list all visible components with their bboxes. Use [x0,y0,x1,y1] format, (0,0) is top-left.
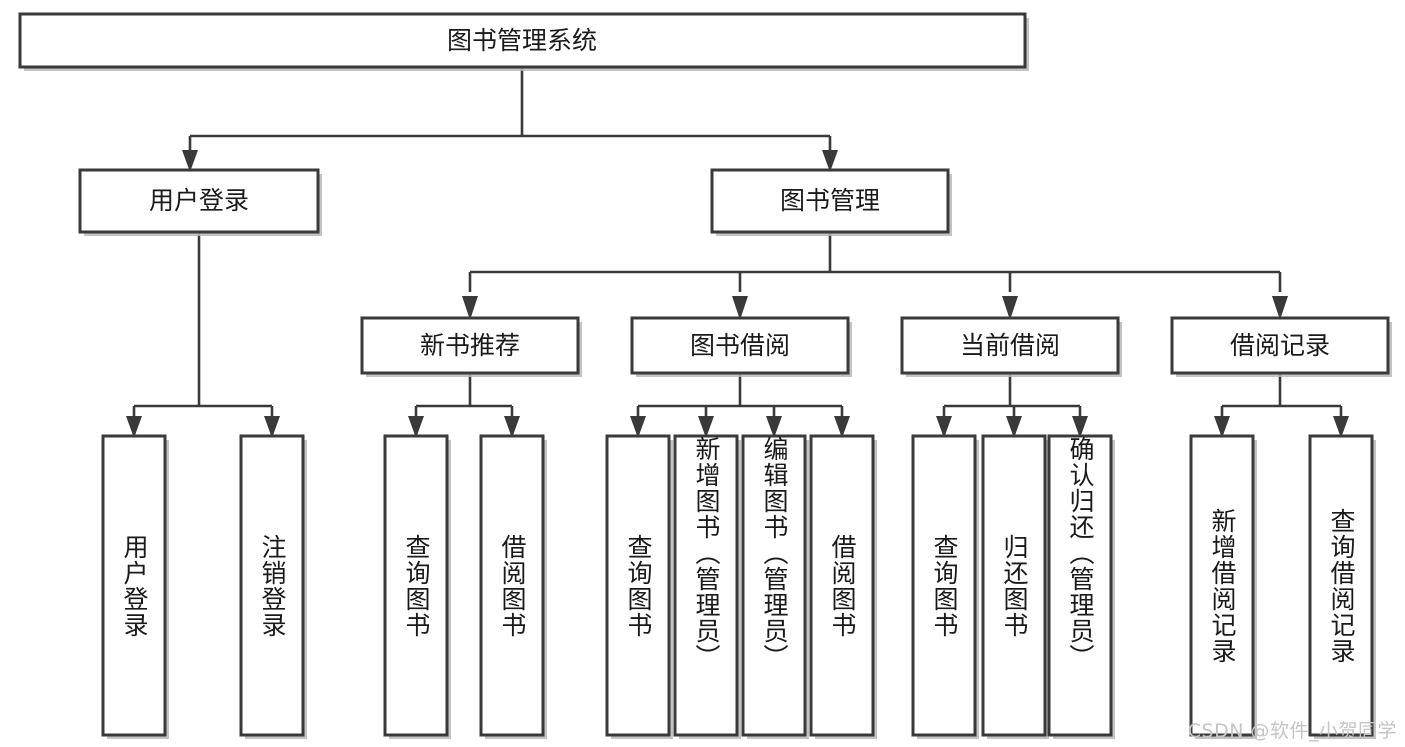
node-book-borrow[interactable]: 图书借阅 [630,316,852,377]
arrowhead-to-leaf-logout [264,416,280,438]
leaf-query-book-3-box[interactable] [911,434,977,737]
leaf-add-record-box[interactable] [1189,434,1255,737]
arrowhead-to-leaf-query-book-3 [936,416,952,438]
user-login-label: 用户登录 [149,186,249,215]
arrowhead-to-leaf-add-book [698,416,714,438]
leaf-logout-box[interactable] [239,434,305,737]
borrow-record-label: 借阅记录 [1230,331,1330,360]
arrowhead-to-leaf-confirm-return [1072,416,1088,438]
user-login-box [78,168,320,234]
node-book-manage[interactable]: 图书管理 [710,168,952,236]
arrowhead-to-book-manage [822,150,838,172]
arrowhead-to-leaf-query-record [1333,416,1349,438]
book-borrow-label: 图书借阅 [690,331,790,360]
new-book-rec-label: 新书推荐 [420,331,520,360]
node-user-login[interactable]: 用户登录 [78,168,322,236]
arrowhead-to-leaf-return-book [1006,416,1022,438]
arrowhead-to-leaf-query-book-1 [408,416,424,438]
connector-new-book-rec-to-leaves [414,373,514,422]
book-manage-label: 图书管理 [780,186,880,215]
arrowhead-to-leaf-user-login [126,416,142,438]
leaf-return-book-box[interactable] [981,434,1047,737]
arrowhead-to-leaf-edit-book [766,416,782,438]
arrowhead-to-borrow-record [1272,296,1288,320]
arrowhead-to-book-borrow [732,296,748,320]
node-layer: 图书管理系统 用户登录 图书管理 新书推荐 [18,12,1392,739]
arrowhead-to-leaf-query-book-2 [630,416,646,438]
node-current-borrow[interactable]: 当前借阅 [900,316,1122,377]
connector-user-login-to-leaves [132,232,274,422]
book-borrow-box [630,316,850,375]
arrowhead-to-leaf-borrow-book-1 [504,416,520,438]
root-label: 图书管理系统 [447,26,597,55]
node-root[interactable]: 图书管理系统 [18,12,1029,71]
leaf-confirm-return-box[interactable] [1047,434,1113,737]
connector-borrow-record-to-leaves [1220,373,1343,422]
connector-book-borrow-to-leaves [636,373,844,422]
leaf-query-book-1-box[interactable] [383,434,449,737]
leaf-boxes [101,434,1376,739]
root-box [18,12,1027,69]
arrowhead-to-new-book-rec [462,296,478,320]
connector-current-borrow-to-leaves [942,373,1082,422]
leaf-user-login-box[interactable] [101,434,167,737]
leaf-query-book-2-box[interactable] [605,434,671,737]
leaf-query-record-box[interactable] [1308,434,1374,737]
arrowhead-to-user-login [182,150,198,172]
leaf-edit-book-box[interactable] [741,434,807,737]
arrowhead-to-leaf-borrow-book-2 [834,416,850,438]
connector-root-to-level2 [188,67,832,156]
book-manage-box [710,168,950,234]
node-new-book-rec[interactable]: 新书推荐 [360,316,582,377]
node-borrow-record[interactable]: 借阅记录 [1170,316,1392,377]
connector-layer [126,67,1349,438]
connector-book-manage-to-level3 [468,232,1282,292]
current-borrow-box [900,316,1120,375]
csdn-watermark: CSDN @软件_小贺同学 [1187,720,1397,742]
leaf-add-book-box[interactable] [673,434,739,737]
arrowhead-to-current-borrow [1002,296,1018,320]
leaf-borrow-book-1-box[interactable] [479,434,545,737]
borrow-record-box [1170,316,1390,375]
current-borrow-label: 当前借阅 [960,331,1060,360]
new-book-rec-box [360,316,580,375]
arrowhead-to-leaf-add-record [1214,416,1230,438]
leaf-borrow-book-2-box[interactable] [809,434,875,737]
